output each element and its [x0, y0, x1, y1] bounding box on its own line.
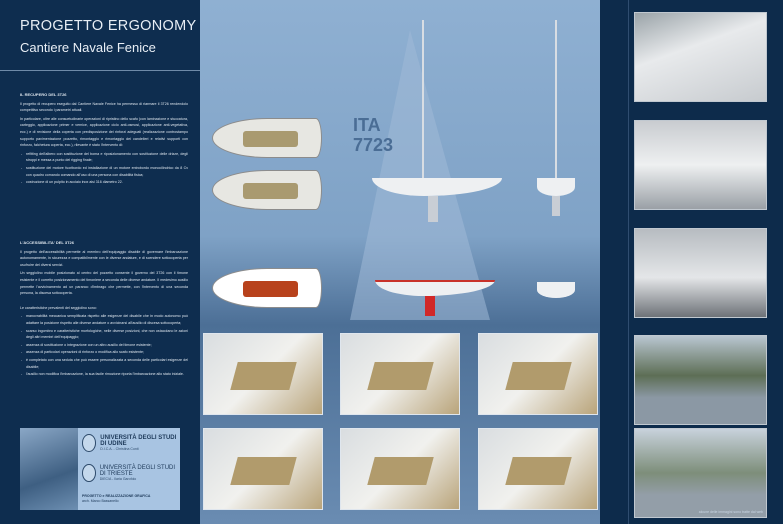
paragraph: Il progetto di recupero eseguito dal Can… — [20, 101, 188, 113]
page-title: PROGETTO ERGONOMY — [20, 18, 197, 34]
list-item: scarso ingombro e caratteristiche morfol… — [21, 328, 188, 341]
section-heading: IL RECUPERO DEL 3T26 — [20, 92, 67, 97]
deck-plan-2 — [212, 170, 322, 210]
page-subtitle: Cantiere Navale Fenice — [20, 40, 156, 55]
list-item: sostituzione del motore fuoribordo ed in… — [21, 165, 188, 178]
trieste-dept: DIEC/A - Ilaria Garofolo — [99, 477, 137, 481]
list-item: refitting dell'albero con sostituzione d… — [21, 151, 188, 164]
side-view-mast — [422, 20, 424, 180]
list-item: costruzione di un pulpito in acciaio ino… — [21, 179, 188, 186]
front-view-mast — [555, 20, 557, 180]
front-view-keel — [552, 196, 560, 216]
sail-photo — [350, 30, 490, 320]
list-item: assenza di sostituzione o integrazione c… — [21, 342, 188, 349]
udine-seal-icon — [82, 434, 97, 452]
paragraph: In particolare, oltre alle consuetudinar… — [20, 116, 188, 148]
sailing-photo — [634, 335, 767, 425]
side-view-hull — [372, 178, 502, 196]
trieste-name: UNIVERSITÀ DEGLI STUDI DI TRIESTE — [99, 465, 176, 477]
boatyard-photo — [634, 120, 767, 210]
trieste-seal-icon — [82, 464, 96, 482]
credit-name: arch. Marco Bassanello — [82, 499, 119, 503]
logos-box: UNIVERSITÀ DEGLI STUDI DI UDINE D.I.C.A.… — [20, 428, 180, 510]
render-thumbnail — [203, 333, 323, 415]
front-view-hull — [537, 178, 575, 196]
render-thumbnail — [203, 428, 323, 510]
image-caption: alcune delle immagini sono tratte dal we… — [698, 510, 763, 514]
side-view-keel — [428, 196, 438, 222]
list-item: assenza di particolari operazioni di rin… — [21, 349, 188, 356]
section-heading: L'ACCESSIBILITA' DEL 3T26 — [20, 240, 74, 245]
divider — [0, 70, 200, 71]
section-accessibilita: L'ACCESSIBILITA' DEL 3T26 Il progetto de… — [20, 240, 188, 379]
section-accessibility-keel — [425, 296, 435, 316]
section-recupero: IL RECUPERO DEL 3T26 Il progetto di recu… — [20, 92, 188, 187]
list-item: manovrabilità meccanica semplificata ris… — [21, 313, 188, 326]
boatyard-photo — [634, 228, 767, 318]
list-item: l'ausilio non modifica l'imbarcazione, l… — [21, 371, 188, 378]
render-thumbnail — [478, 333, 598, 415]
front-accessibility-hull — [537, 282, 575, 298]
left-panel: PROGETTO ERGONOMY Cantiere Navale Fenice… — [0, 0, 200, 524]
boatyard-photo — [634, 12, 767, 102]
paragraph: Il progetto dell'accessibilità permette … — [20, 249, 188, 267]
divider — [628, 0, 629, 524]
credit-title: PROGETTO e REALIZZAZIONE GRAFICA — [82, 494, 151, 498]
drawings-panel: ITA 7723 — [200, 0, 600, 524]
paragraph: Un seggiolino mobile posizionato al cent… — [20, 271, 188, 296]
udine-dept: D.I.C.A. - Christina Conti — [100, 447, 139, 451]
render-thumbnail — [340, 428, 460, 510]
render-thumbnail — [340, 333, 460, 415]
render-thumbnail — [478, 428, 598, 510]
monument-photo — [20, 428, 78, 510]
sail-number: ITA 7723 — [353, 115, 394, 155]
list-item: è completato con una seduta che può esse… — [21, 357, 188, 370]
deck-plan-accessibility — [212, 268, 322, 308]
udine-name: UNIVERSITÀ DEGLI STUDI DI UDINE — [100, 435, 177, 447]
paragraph: Le caratteristiche prevalenti del seggio… — [20, 305, 97, 310]
section-accessibility-hull — [375, 280, 495, 296]
sailing-photo — [634, 428, 767, 518]
deck-plan-1 — [212, 118, 322, 158]
